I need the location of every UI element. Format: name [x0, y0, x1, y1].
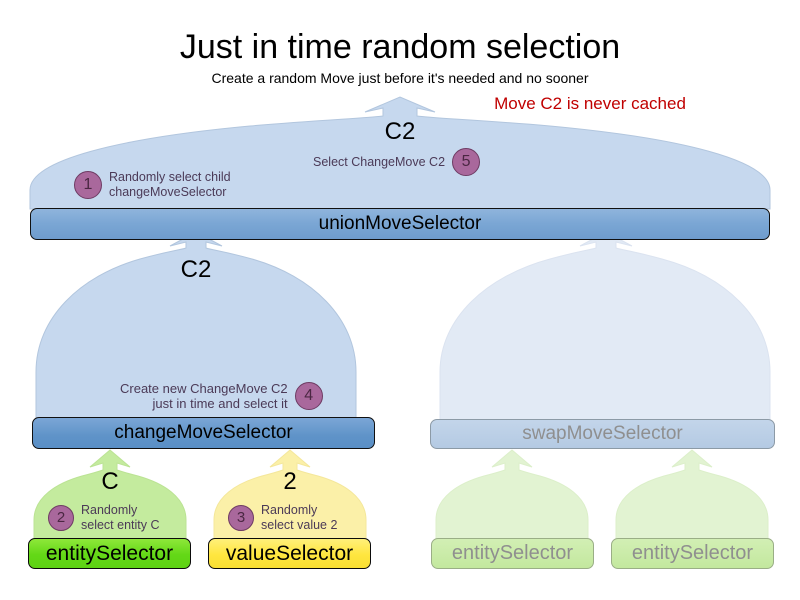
annotation-step-4: 4 Create new ChangeMove C2 just in time …: [120, 381, 323, 412]
funnel-entity-faded-output-2: [615, 449, 769, 541]
annotation-step-1: 1 Randomly select child changeMoveSelect…: [74, 170, 231, 200]
node-entity-selector-faded-2[interactable]: entitySelector: [611, 538, 774, 569]
annotation-text-4: Create new ChangeMove C2 just in time an…: [120, 381, 288, 412]
page-subtitle: Create a random Move just before it's ne…: [211, 70, 589, 86]
funnel-union-output: [29, 96, 771, 210]
step-badge-4: 4: [294, 382, 323, 411]
annotation-text-5: Select ChangeMove C2: [313, 154, 446, 169]
step-badge-5: 5: [452, 148, 481, 176]
node-change-move-selector[interactable]: changeMoveSelector: [32, 417, 375, 449]
annotation-text-1: Randomly select child changeMoveSelector: [109, 170, 231, 199]
annotation-step-5: 5 Select ChangeMove C2: [313, 148, 481, 176]
funnel-label-value-output: 2: [283, 468, 297, 495]
funnel-label-change-output: C2: [180, 256, 212, 283]
cache-note: Move C2 is never cached: [494, 94, 686, 113]
annotation-step-3: 3 Randomly select value 2: [228, 503, 337, 533]
node-value-selector-main[interactable]: valueSelector: [208, 538, 371, 569]
funnel-entity-faded-output-1: [435, 449, 589, 541]
annotation-step-2: 2 Randomly select entity C: [48, 503, 160, 533]
step-badge-2: 2: [48, 504, 74, 531]
node-entity-selector-main[interactable]: entitySelector: [28, 538, 191, 569]
node-swap-move-selector[interactable]: swapMoveSelector: [430, 419, 775, 449]
funnel-label-entity-output: C: [101, 468, 119, 495]
step-badge-1: 1: [74, 170, 102, 199]
node-entity-selector-faded-1[interactable]: entitySelector: [431, 538, 594, 569]
step-badge-3: 3: [228, 504, 254, 531]
funnel-swap-output: [439, 231, 771, 421]
annotation-text-3: Randomly select value 2: [261, 503, 338, 532]
page-title: Just in time random selection: [179, 28, 621, 66]
annotation-text-2: Randomly select entity C: [81, 503, 160, 532]
funnel-label-union-output: C2: [384, 118, 416, 145]
node-union-move-selector[interactable]: unionMoveSelector: [30, 208, 770, 240]
